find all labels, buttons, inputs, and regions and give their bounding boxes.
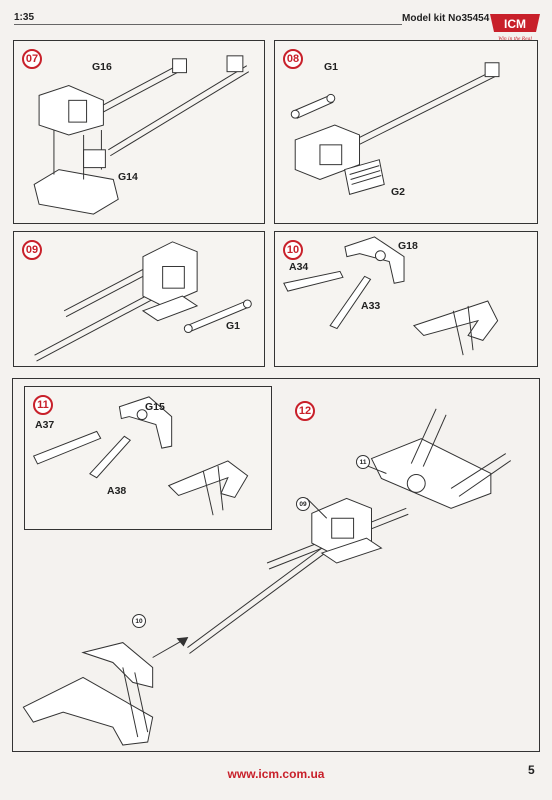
step-09-panel: 09 G1 — [13, 231, 265, 367]
step-09-illustration — [34, 241, 252, 362]
logo-tagline: Win in the Real — [498, 36, 532, 42]
step-10-badge: 10 — [283, 240, 303, 260]
step-07-panel: 07 G16 G14 — [13, 40, 265, 224]
logo-brand: ICM — [504, 17, 526, 31]
step-10-panel: 10 G18 A34 A33 — [274, 231, 538, 367]
step-08-panel: 08 G1 G2 — [274, 40, 538, 224]
step-09-badge: 09 — [22, 240, 42, 260]
ref-step-10: 10 — [132, 614, 146, 628]
step-08-illustration — [290, 62, 500, 195]
part-label-g15: G15 — [145, 401, 165, 413]
header-kit-number: Model kit No35454 — [402, 13, 490, 24]
ref-step-11: 11 — [356, 455, 370, 469]
part-label-a37: A37 — [35, 419, 55, 431]
step-11-illustration — [32, 396, 249, 516]
step-10-illustration — [283, 236, 499, 356]
step-11-panel: 11 G15 A37 A38 — [24, 386, 272, 530]
step-08-badge: 08 — [283, 49, 303, 69]
step-07-illustration — [33, 55, 250, 215]
part-label-g14: G14 — [118, 171, 138, 183]
page-number: 5 — [528, 763, 535, 777]
part-label-g18: G18 — [398, 240, 418, 252]
brand-logo: ICM Win in the Real — [488, 12, 542, 42]
ref-step-09: 09 — [296, 497, 310, 511]
footer-website[interactable]: www.icm.com.ua — [227, 767, 325, 781]
part-label-g1-step09: G1 — [226, 320, 241, 332]
step-07-badge: 07 — [22, 49, 42, 69]
header-rule — [14, 24, 402, 25]
part-label-a34: A34 — [289, 261, 309, 273]
part-label-g1: G1 — [324, 61, 339, 73]
part-label-a33: A33 — [361, 300, 381, 312]
part-label-g2: G2 — [391, 186, 406, 198]
step-12-illustration — [22, 408, 512, 746]
header-scale: 1:35 — [14, 12, 35, 23]
step-12-badge: 12 — [295, 401, 315, 421]
step-12-panel: 12 11 09 10 — [12, 378, 540, 752]
part-label-a38: A38 — [107, 485, 127, 497]
step-11-badge: 11 — [33, 395, 53, 415]
part-label-g16: G16 — [92, 61, 112, 73]
